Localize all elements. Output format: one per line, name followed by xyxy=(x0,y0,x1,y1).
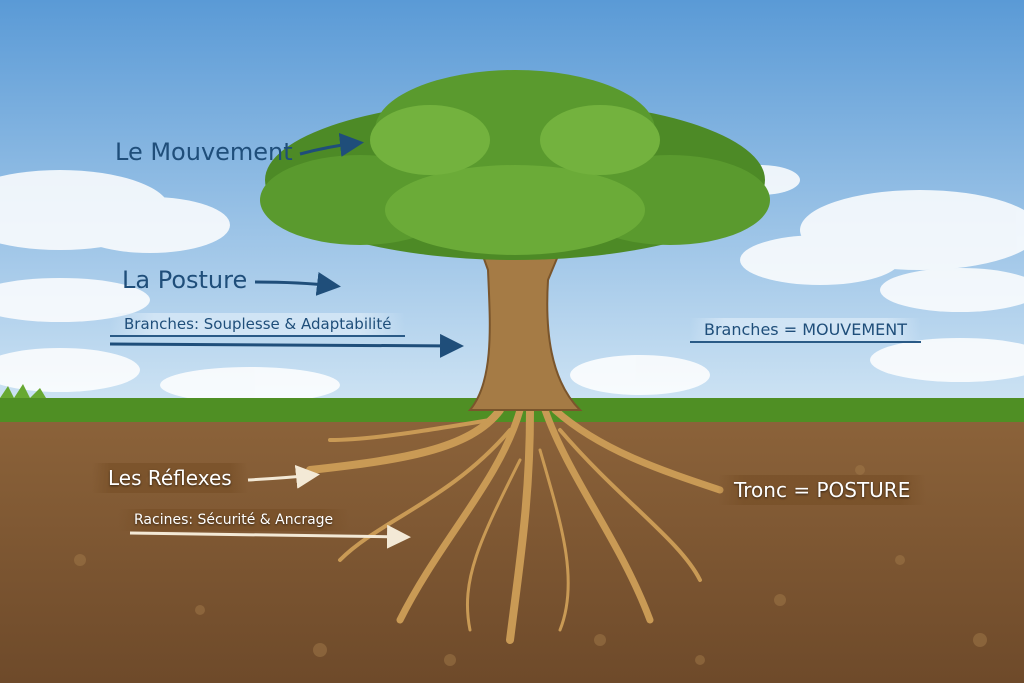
soil-texture xyxy=(74,465,987,666)
arrow-racines xyxy=(129,524,411,549)
roots xyxy=(306,406,724,644)
arrows xyxy=(109,132,464,549)
label-branches-eq: Branches = MOUVEMENT xyxy=(690,318,922,343)
label-mouvement: Le Mouvement xyxy=(115,138,293,166)
label-reflexes: Les Réflexes xyxy=(92,463,248,493)
canopy xyxy=(260,70,770,260)
arrow-reflexes xyxy=(247,464,320,489)
arrow-branches xyxy=(109,333,464,358)
label-tronc-eq: Tronc = POSTURE xyxy=(718,475,927,505)
arrow-mouvement xyxy=(299,132,364,157)
label-racines-desc: Racines: Sécurité & Ancrage xyxy=(118,509,350,531)
label-branches-desc: Branches: Souplesse & Adaptabilité xyxy=(110,313,406,337)
arrow-posture xyxy=(254,272,341,296)
clouds xyxy=(0,165,1024,403)
label-posture: La Posture xyxy=(122,266,248,294)
